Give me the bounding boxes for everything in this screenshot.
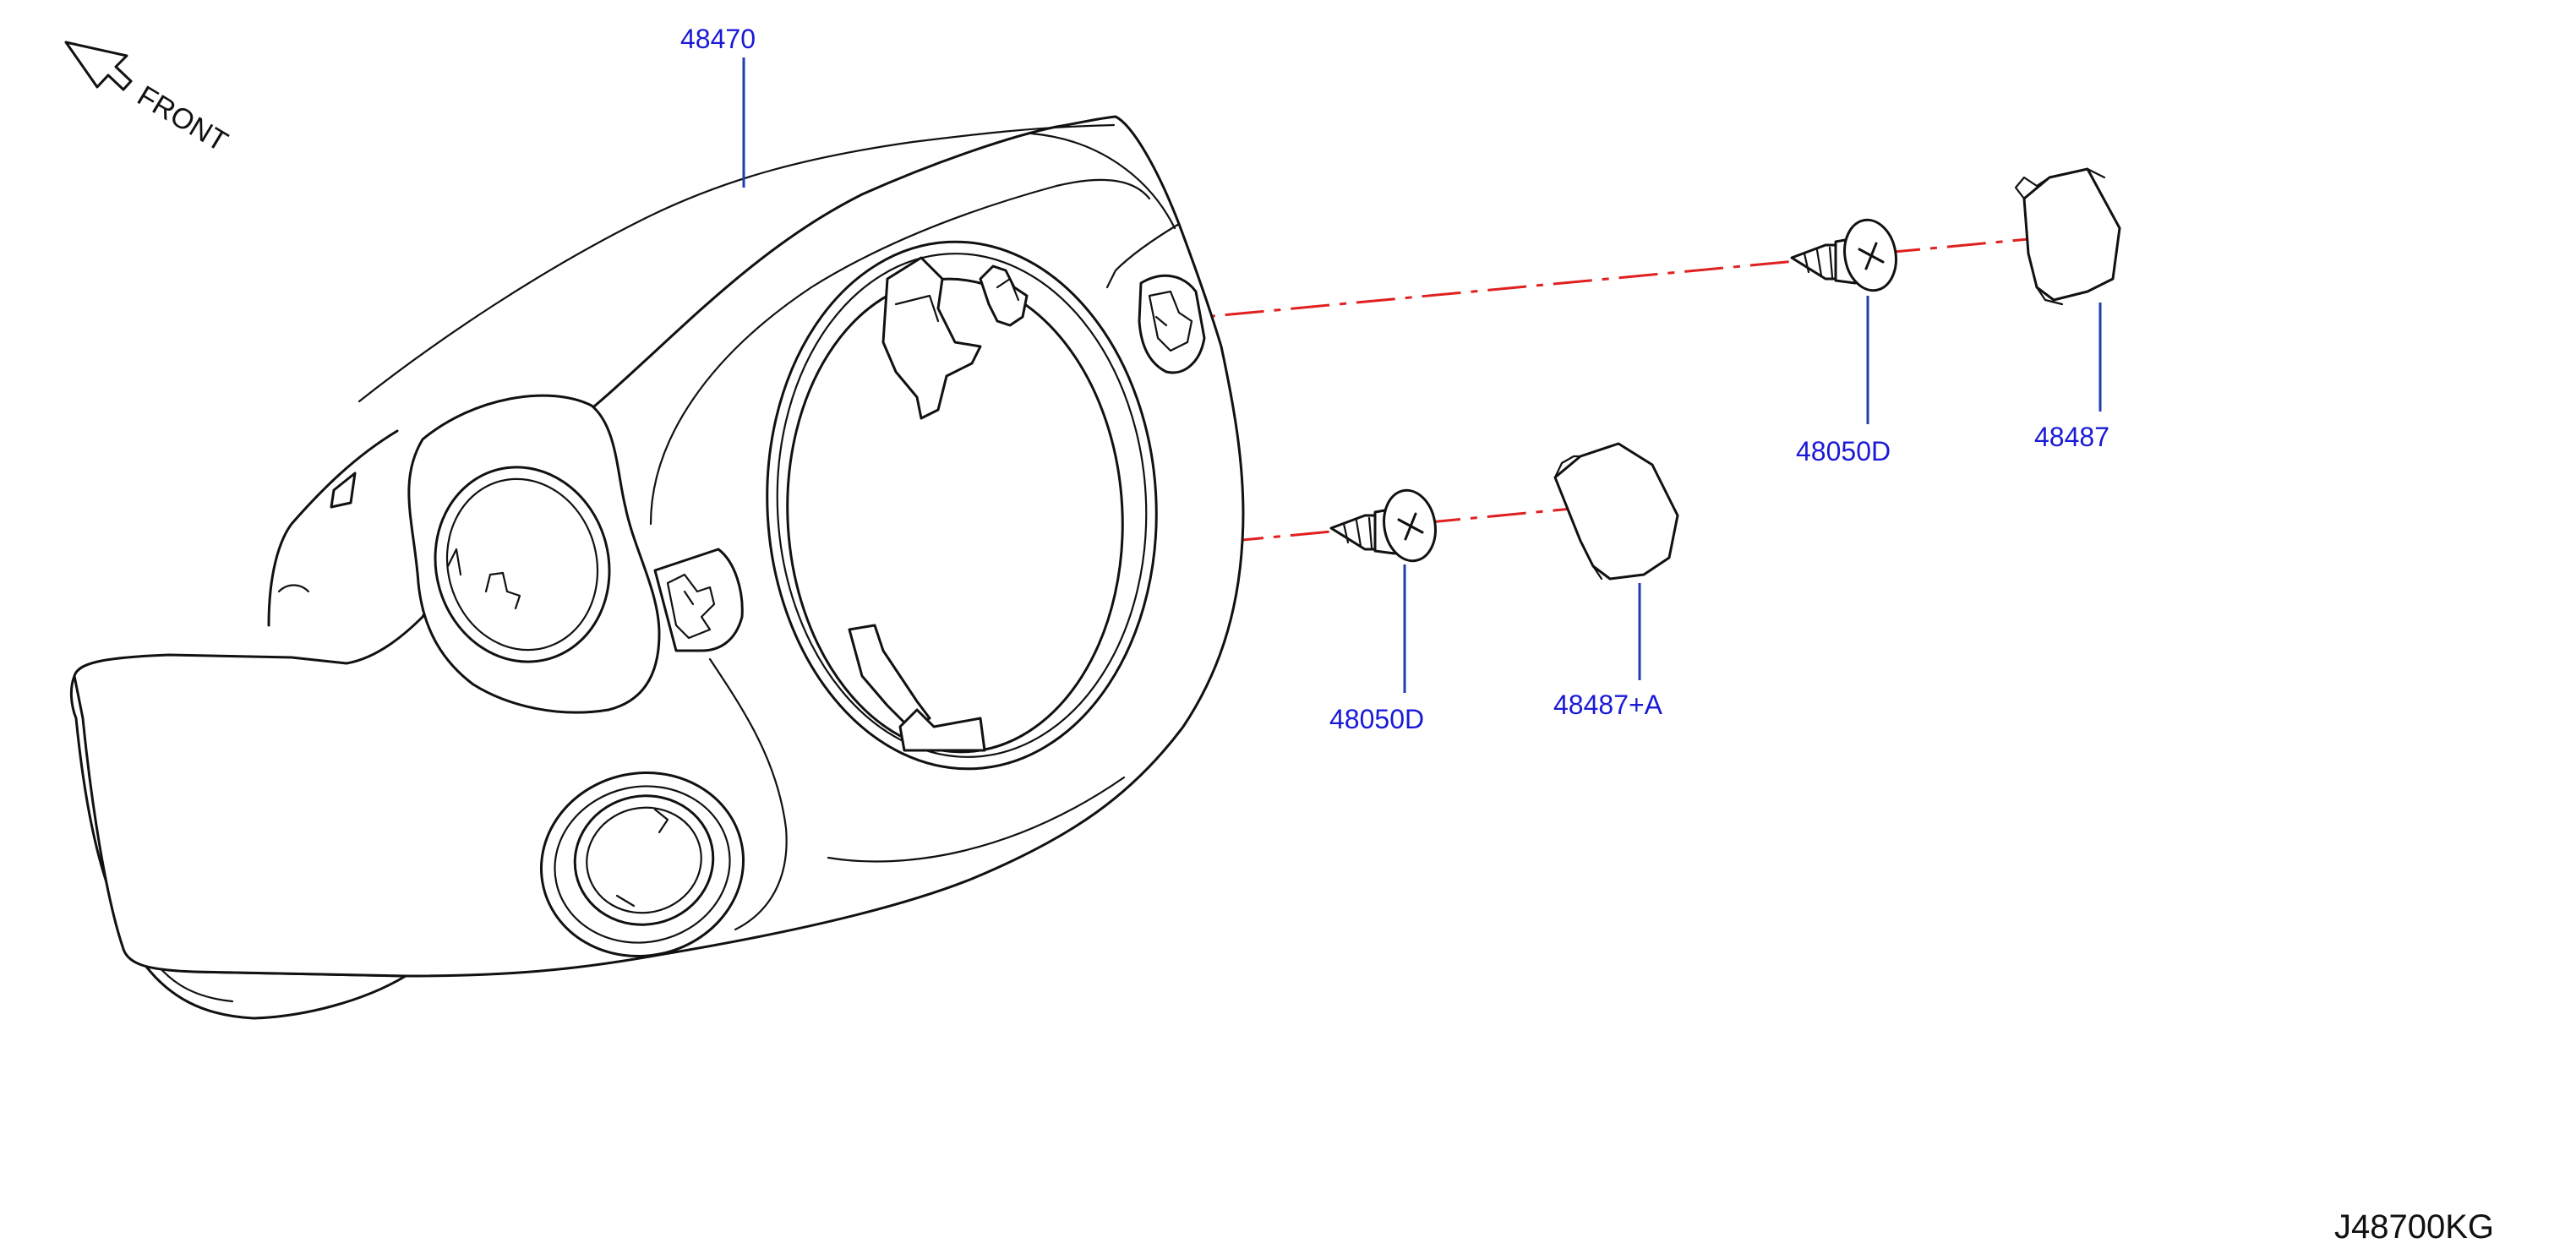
part-label-48487: 48487 <box>2034 422 2109 452</box>
arrow-up-left-icon <box>64 41 133 91</box>
screw-upper <box>1790 218 1897 292</box>
part-label-48487a: 48487+A <box>1553 690 1663 720</box>
part-label-48470: 48470 <box>680 24 756 54</box>
assembly-axis-upper <box>1159 237 2029 323</box>
part-label-48050d-upper: 48050D <box>1796 436 1891 466</box>
cap-lower <box>1553 442 1679 581</box>
front-orientation: FRONT <box>64 41 233 158</box>
part-label-48050d-lower: 48050D <box>1329 704 1424 734</box>
diagram-code: J48700KG <box>2334 1208 2494 1246</box>
screw-lower <box>1329 488 1437 563</box>
cap-upper <box>2014 167 2121 306</box>
front-label: FRONT <box>132 79 233 158</box>
steering-column-cover <box>69 115 1245 1020</box>
